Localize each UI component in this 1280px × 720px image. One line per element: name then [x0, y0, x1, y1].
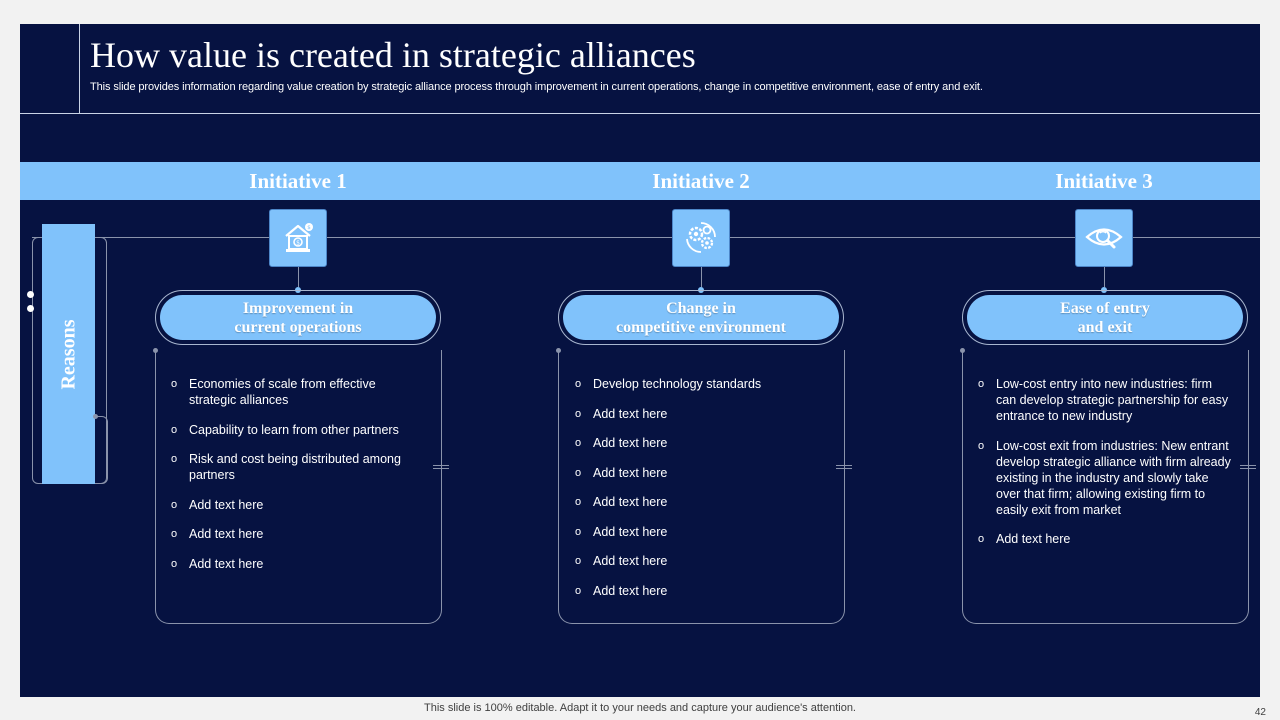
initiative-2-heading-pill: Change in competitive environment: [558, 290, 844, 345]
list-item: Add text here: [575, 553, 825, 569]
initiative-2-icon-box: [672, 209, 730, 267]
initiative-1-side-tick: [433, 465, 449, 469]
initiatives-band: Initiative 1 Initiative 2 Initiative 3: [20, 162, 1260, 200]
list-item: Add text here: [575, 524, 825, 540]
slide-subtitle: This slide provides information regardin…: [90, 81, 983, 93]
reasons-bar: [42, 224, 95, 484]
list-item: Add text here: [171, 497, 421, 513]
reasons-tick-dot: [93, 414, 98, 419]
list-item: Add text here: [575, 406, 825, 422]
list-item: Economies of scale from effective strate…: [171, 376, 421, 408]
slide-title: How value is created in strategic allian…: [90, 35, 696, 75]
connector-line: [32, 237, 1260, 238]
bracket-dot-2: [27, 305, 34, 312]
bracket-dot-1: [27, 291, 34, 298]
initiative-3-heading-pill: Ease of entry and exit: [962, 290, 1248, 345]
slide: How value is created in strategic allian…: [20, 24, 1260, 697]
svg-text:$: $: [296, 240, 300, 247]
eye-magnifier-icon: [1085, 228, 1123, 249]
initiative-1-content-box: [155, 350, 442, 624]
list-item: Develop technology standards: [575, 376, 825, 392]
initiative-1-label: Initiative 1: [249, 169, 347, 193]
initiative-2-content-box: [558, 350, 845, 624]
list-item: Capability to learn from other partners: [171, 422, 421, 438]
initiative-2-side-tick: [836, 465, 852, 469]
list-item: Add text here: [575, 583, 825, 599]
page-number: 42: [1254, 707, 1266, 718]
list-item: Add text here: [575, 494, 825, 510]
initiative-2-bullets: Develop technology standards Add text he…: [575, 376, 825, 612]
gears-icon: [686, 222, 716, 253]
svg-text:$: $: [307, 225, 311, 231]
title-divider: [20, 113, 80, 114]
title-block: How value is created in strategic allian…: [79, 24, 1260, 114]
list-item: Low-cost exit from industries: New entra…: [978, 438, 1233, 518]
list-item: Add text here: [575, 465, 825, 481]
initiative-3-stem: [1104, 267, 1105, 287]
reasons-label: Reasons: [57, 318, 80, 390]
list-item: Add text here: [171, 526, 421, 542]
list-item: Add text here: [978, 531, 1233, 547]
house-dollar-icon: $ $: [285, 223, 313, 252]
initiative-1-stem: [298, 267, 299, 287]
initiative-3-label: Initiative 3: [1055, 169, 1153, 193]
initiative-2-label: Initiative 2: [652, 169, 750, 193]
initiative-1-heading: Improvement in current operations: [234, 299, 362, 336]
list-item: Add text here: [575, 435, 825, 451]
initiative-1-bullets: Economies of scale from effective strate…: [171, 376, 421, 585]
initiative-1-icon-box: $ $: [269, 209, 327, 267]
list-item: Risk and cost being distributed among pa…: [171, 451, 421, 483]
list-item: Low-cost entry into new industries: firm…: [978, 376, 1233, 424]
initiative-3-side-tick: [1240, 465, 1256, 469]
initiative-3-heading: Ease of entry and exit: [1060, 299, 1150, 336]
initiative-2-heading: Change in competitive environment: [616, 299, 786, 336]
initiative-1-heading-pill: Improvement in current operations: [155, 290, 441, 345]
reasons-label-wrap: Reasons: [42, 224, 95, 484]
reasons-tick: [95, 416, 108, 484]
list-item: Add text here: [171, 556, 421, 572]
footer-note: This slide is 100% editable. Adapt it to…: [424, 702, 856, 714]
initiative-3-bullets: Low-cost entry into new industries: firm…: [978, 376, 1233, 561]
initiative-3-icon-box: [1075, 209, 1133, 267]
initiative-3-content-box: [962, 350, 1249, 624]
initiative-2-stem: [701, 267, 702, 287]
